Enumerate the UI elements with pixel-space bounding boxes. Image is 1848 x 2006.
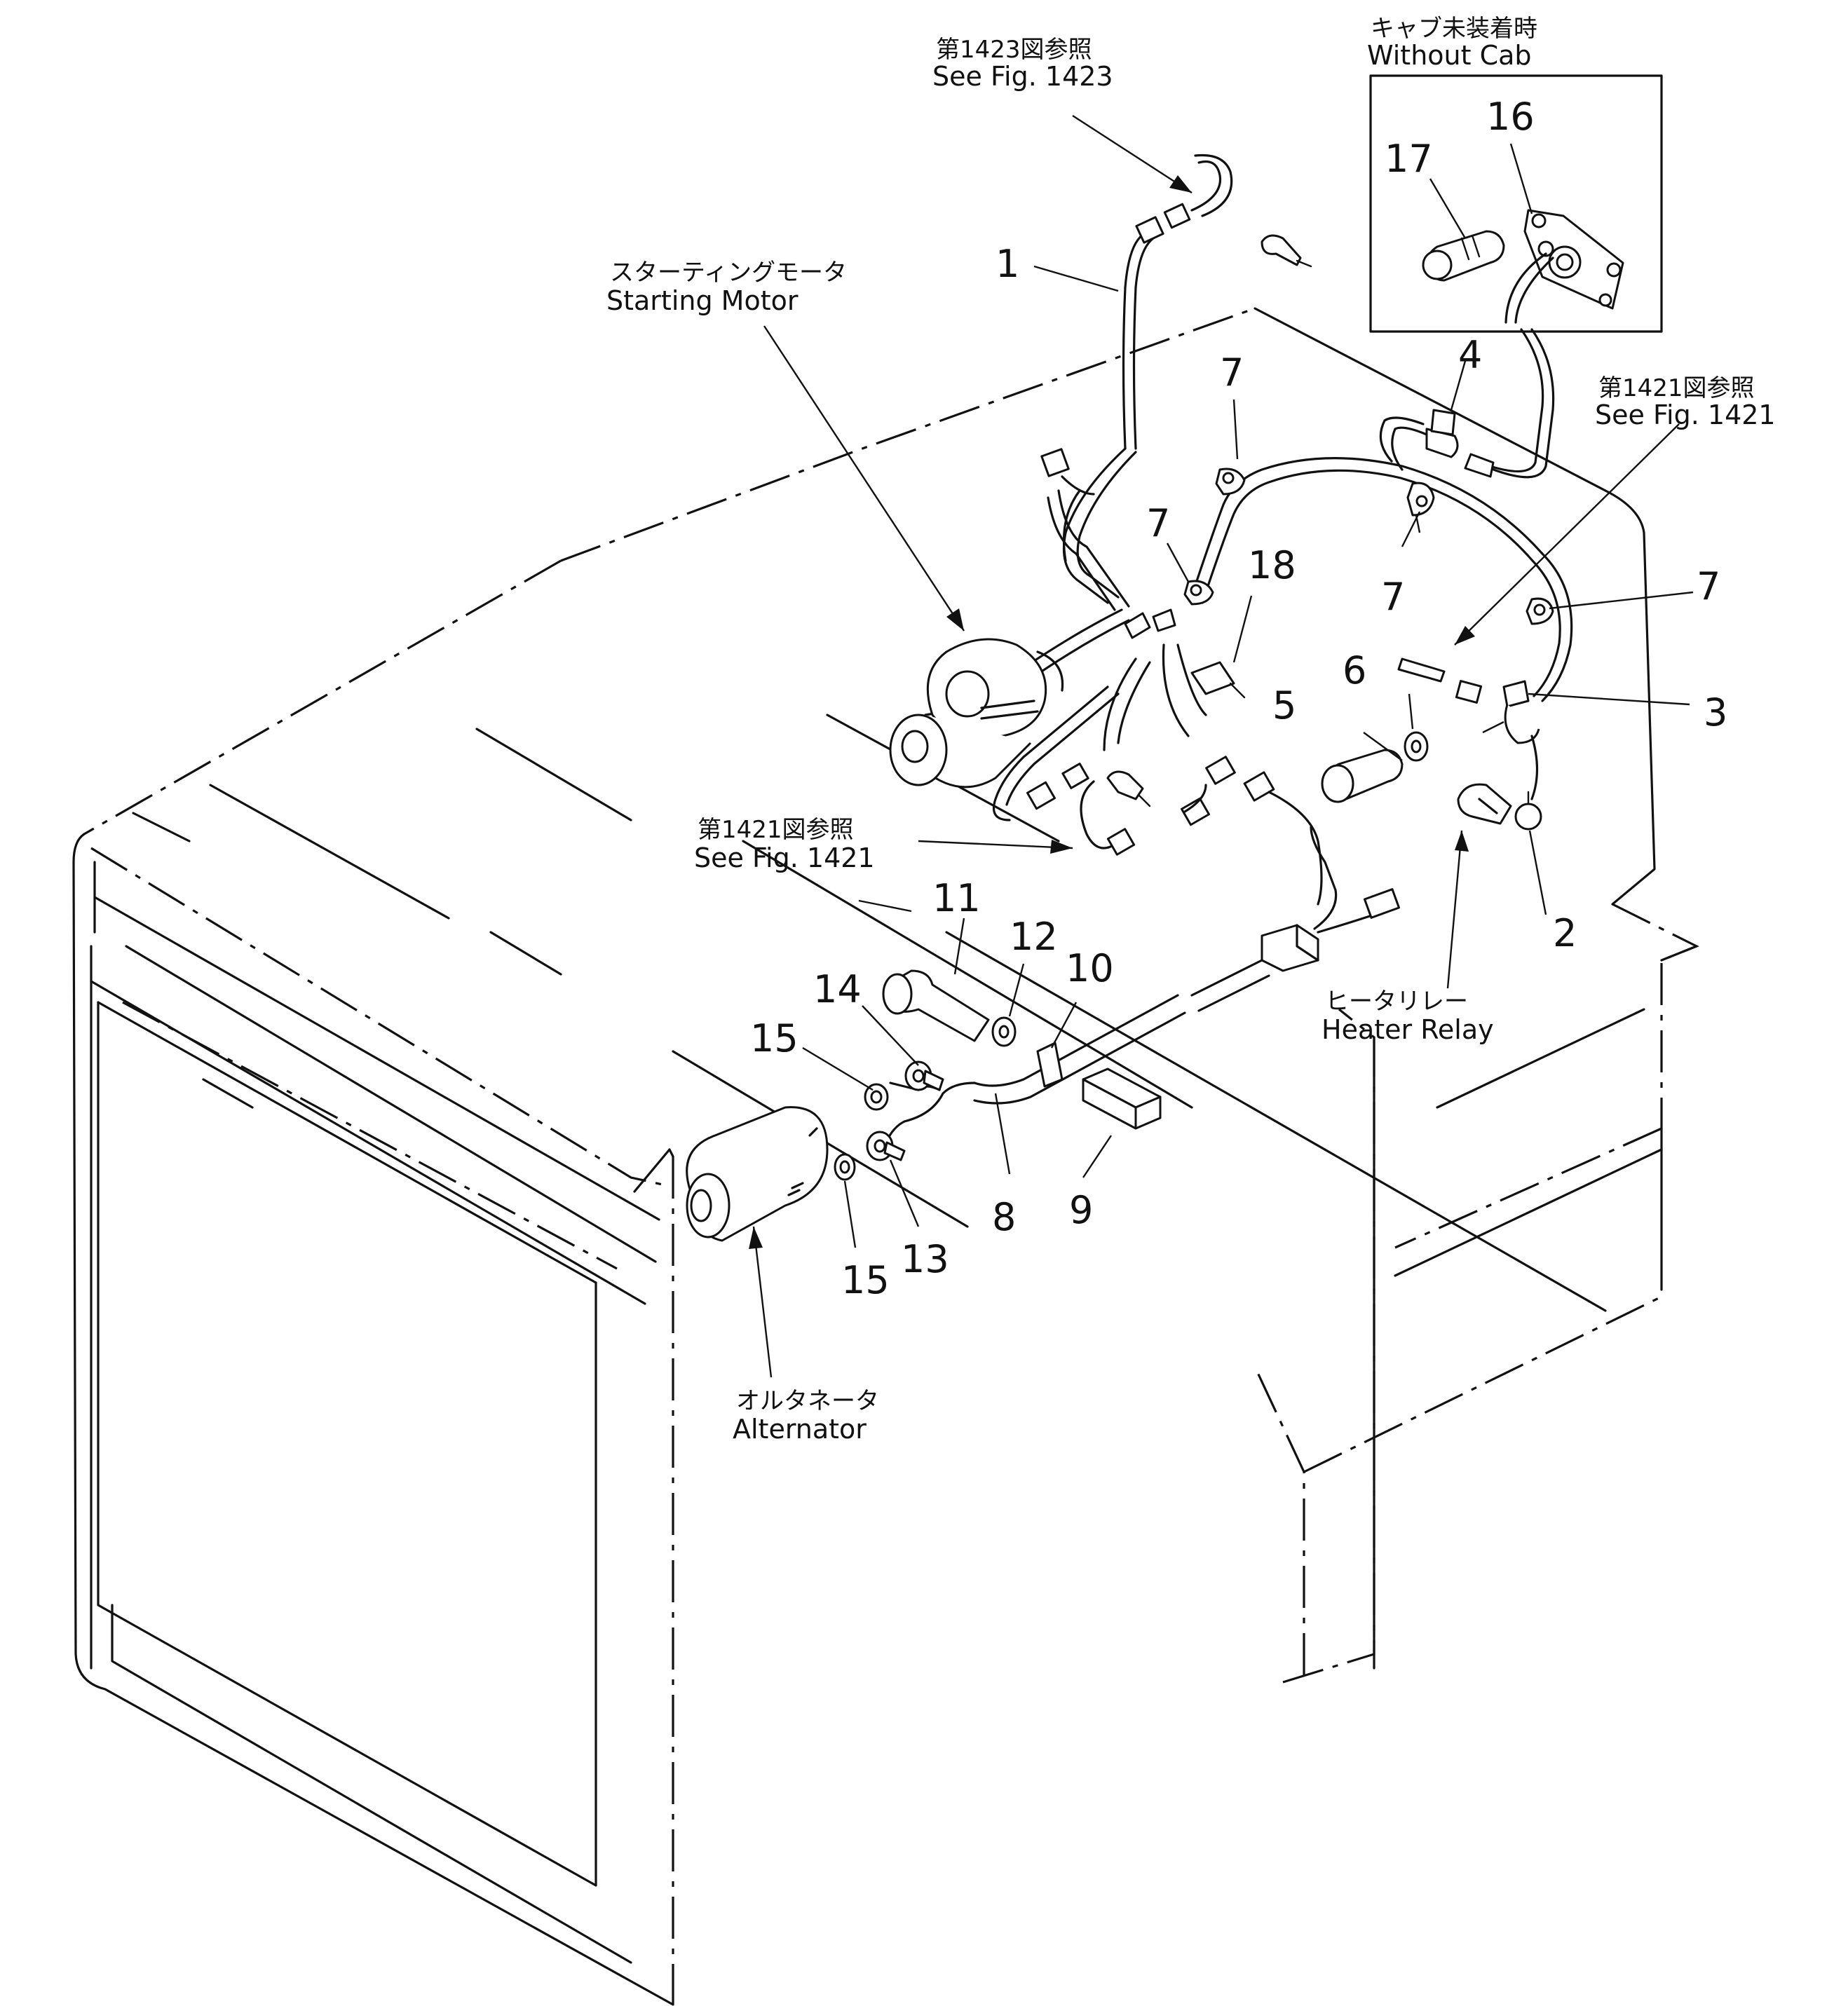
callout-4: 4 (1458, 333, 1482, 377)
heater-relay (1457, 783, 1512, 825)
part-5-bolt (1321, 749, 1404, 803)
fig1421-right-part (1397, 657, 1483, 704)
callout-7d: 7 (1697, 564, 1720, 608)
part-6-washer (1404, 731, 1429, 762)
captions: 第1423図参照 See Fig. 1423 キャブ未装着時 Without C… (606, 15, 1776, 1445)
callout-15b: 15 (841, 1258, 890, 1302)
alternator-caption-en: Alternator (733, 1414, 867, 1445)
callout-7a: 7 (1220, 350, 1244, 395)
callout-14: 14 (813, 967, 862, 1011)
part-4-clip (1430, 409, 1456, 436)
fig1423-caption-en: See Fig. 1423 (932, 61, 1113, 92)
callout-11: 11 (932, 876, 981, 920)
callout-6: 6 (1343, 648, 1366, 692)
starting-motor-caption-jp: スターティングモータ (610, 259, 847, 287)
callout-10: 10 (1066, 946, 1114, 990)
part-11-bolt (882, 969, 990, 1042)
without-cab-inset-box (1369, 74, 1663, 333)
starting-motor-caption-en: Starting Motor (606, 285, 799, 316)
callout-12: 12 (1010, 915, 1058, 959)
callout-13: 13 (901, 1237, 949, 1281)
callout-8: 8 (992, 1195, 1016, 1239)
heater-relay-caption-jp: ヒータリレー (1325, 988, 1468, 1016)
heater-relay-caption-en: Heater Relay (1322, 1014, 1494, 1045)
terminals-13-14-washers-15 (834, 1060, 944, 1181)
callout-7c: 7 (1381, 575, 1405, 619)
part-2-plug (1514, 791, 1542, 831)
callout-7b: 7 (1146, 501, 1170, 545)
alternator-caption-jp: オルタネータ (736, 1387, 879, 1415)
fig1421-right-caption-jp: 第1421図参照 (1598, 374, 1755, 402)
starting-motor (889, 638, 1064, 789)
fig1423-caption-jp: 第1423図参照 (936, 36, 1092, 64)
fig1421-left-caption-jp: 第1421図参照 (698, 816, 854, 844)
callout-9: 9 (1069, 1188, 1093, 1232)
without-cab-caption-en: Without Cab (1367, 40, 1532, 71)
without-cab-caption-jp: キャブ未装着時 (1371, 15, 1537, 43)
engine-hood-outline (72, 307, 1699, 2006)
callout-17: 17 (1385, 137, 1433, 181)
part-9-block (1082, 1067, 1162, 1130)
fig1421-left-caption-en: See Fig. 1421 (694, 842, 875, 873)
callout-2: 2 (1553, 911, 1577, 955)
fig1421-right-caption-en: See Fig. 1421 (1595, 400, 1776, 430)
callout-16: 16 (1486, 95, 1535, 139)
harness-8 (868, 826, 1401, 1154)
callout-15a: 15 (750, 1016, 799, 1060)
callout-5: 5 (1272, 683, 1296, 728)
part-3-clamp (1502, 680, 1540, 800)
callout-18: 18 (1248, 543, 1296, 587)
clamps-7 (1183, 468, 1554, 625)
callout-1: 1 (996, 242, 1019, 286)
callout-numbers: 1 2 3 4 5 6 7 7 7 7 8 9 10 11 12 13 14 1… (750, 95, 1727, 1302)
alternator (686, 1106, 829, 1242)
leader-lines (749, 114, 1694, 1378)
callout-3: 3 (1704, 690, 1727, 735)
part-12-washer (991, 1016, 1017, 1047)
